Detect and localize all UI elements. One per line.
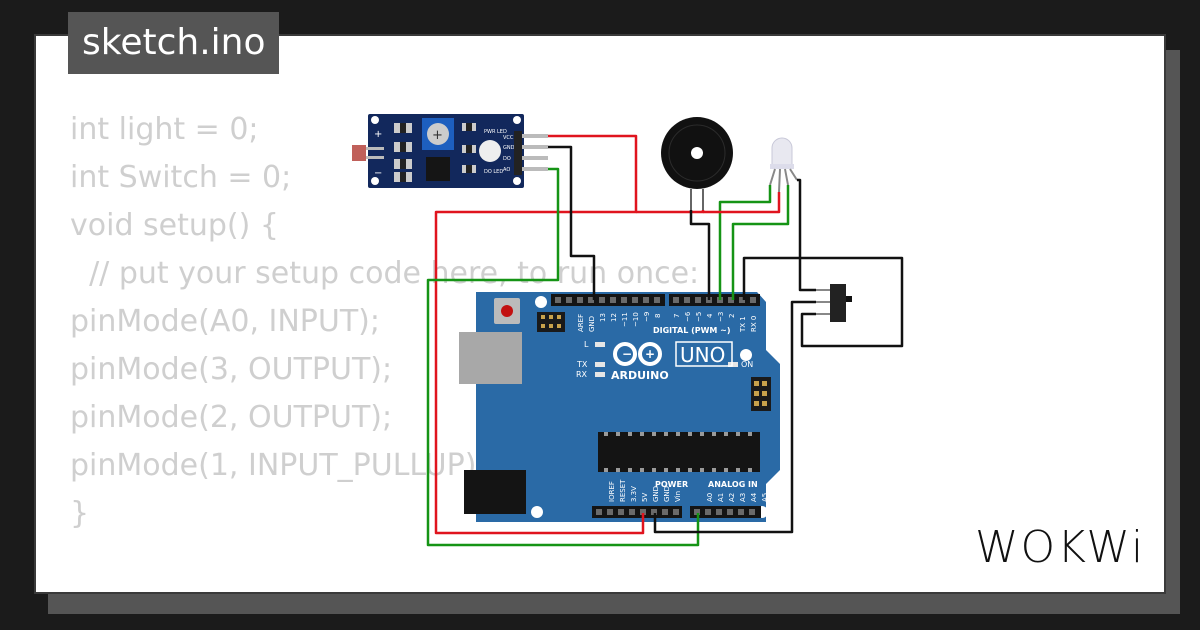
svg-text:−: − (622, 347, 632, 361)
wire-red-vcc (434, 134, 645, 535)
comparator-chip (426, 157, 450, 181)
sensor-pin-do: DO (503, 156, 511, 162)
pin-label-a3: A3 (739, 493, 747, 502)
wire-black-buzzer (689, 210, 711, 300)
led-label-tx: TX (576, 360, 588, 369)
wire-black-gnd (548, 145, 596, 300)
pin-label-8: 8 (654, 314, 662, 318)
code-line: pinMode(3, OUTPUT); (70, 352, 393, 387)
board-brand: ARDUINO (611, 369, 669, 382)
pin-label-13: 13 (599, 313, 607, 322)
wires (426, 134, 904, 547)
sensor-pin-gnd: GND (503, 145, 515, 151)
wire-red-led (703, 192, 781, 214)
wire-black-switch-2 (653, 300, 816, 534)
do-led-label: DO LED (484, 169, 503, 175)
code-line: pinMode(A0, INPUT); (70, 304, 380, 339)
sensor-pin-ao: AO (503, 167, 510, 173)
pin-label-a4: A4 (750, 492, 758, 502)
code-line: pinMode(1, INPUT_PULLUP); (70, 448, 487, 483)
pin-label-3: ~3 (717, 312, 725, 322)
pin-label-gnd: GND (663, 486, 671, 502)
led-label-rx: RX (576, 370, 588, 379)
led-label-on: ON (741, 360, 753, 369)
pin-label-3v3: 3.3V (630, 486, 638, 502)
microcontroller-chip (598, 432, 760, 472)
code-line: // put your setup code here, to run once… (70, 256, 700, 291)
pin-label-reset: RESET (619, 479, 627, 502)
pin-label-gnd: GND (588, 316, 596, 332)
wire-black-led (797, 178, 816, 292)
pin-label-a2: A2 (728, 493, 736, 502)
digital-header-right (669, 294, 760, 306)
code-line: int Switch = 0; (70, 160, 292, 195)
svg-text:+: + (645, 347, 655, 361)
arduino-infinity-icon (613, 342, 662, 366)
power-header (592, 506, 682, 518)
svg-text:+: + (374, 129, 382, 140)
mounting-hole (531, 506, 543, 518)
sensor-pin-vcc: VCC (503, 135, 514, 141)
code-line: pinMode(2, OUTPUT); (70, 400, 393, 435)
power-led (479, 140, 501, 162)
pin-label-a0: A0 (706, 493, 714, 502)
pin-label-vin: Vin (674, 491, 682, 502)
wire-green-led-2 (731, 185, 790, 300)
pwr-led-label: PWR LED (484, 129, 507, 135)
pin-label-ioref: IOREF (608, 481, 616, 502)
pin-label-5v: 5V (641, 493, 649, 502)
pin-label-9: ~9 (643, 312, 651, 322)
svg-text:−: − (374, 168, 382, 179)
usb-port (459, 332, 522, 384)
photoresistor (352, 145, 366, 161)
code-line: int light = 0; (70, 112, 259, 147)
light-sensor-module: + − + PWR LED DO LED VCC GND DO AO (352, 114, 548, 188)
pin-label-gnd: GND (652, 486, 660, 502)
buzzer (661, 117, 733, 212)
pin-label-10: ~10 (632, 312, 640, 327)
pin-label-aref: AREF (577, 314, 585, 332)
pin-label-5: ~5 (695, 312, 703, 322)
rgb-led (769, 137, 798, 193)
pin-label-tx: TX 1 (739, 316, 747, 333)
arduino-uno-board: AREF GND 13 12 ~11 ~10 ~9 8 7 ~6 ~5 4 ~3… (459, 292, 780, 522)
wire-red-buzzer (636, 210, 705, 214)
slide-switch[interactable] (816, 284, 852, 322)
led-label-l: L (584, 340, 589, 349)
analog-label: ANALOG IN (708, 480, 758, 489)
power-label: POWER (655, 480, 688, 489)
wire-black-switch-1 (742, 256, 904, 348)
svg-text:+: + (432, 128, 443, 143)
pin-label-6: ~6 (684, 311, 692, 322)
code-line: } (70, 496, 90, 531)
pin-label-11: ~11 (621, 312, 629, 327)
wire-green-ao (426, 167, 700, 547)
wire-green-led-1 (718, 185, 772, 300)
mounting-hole (535, 296, 547, 308)
code-preview: int light = 0; int Switch = 0; void setup(… (70, 106, 700, 592)
code-line: void setup() { (70, 208, 279, 243)
sketch-title: sketch.ino (68, 12, 280, 74)
pin-label-12: 12 (610, 313, 618, 322)
wokwi-logo: WOKWi (975, 522, 1146, 573)
power-jack (464, 470, 526, 514)
pin-label-a1: A1 (717, 493, 725, 502)
pin-label-7: 7 (673, 314, 681, 318)
board-model: UNO (680, 343, 725, 367)
pin-label-a5: A5 (761, 493, 769, 502)
pin-label-2: 2 (728, 314, 736, 318)
digital-label: DIGITAL (PWM ~) (653, 326, 731, 335)
pin-label-4: 4 (706, 313, 714, 318)
pin-label-rx: RX 0 (750, 316, 758, 332)
mounting-hole (740, 349, 752, 361)
